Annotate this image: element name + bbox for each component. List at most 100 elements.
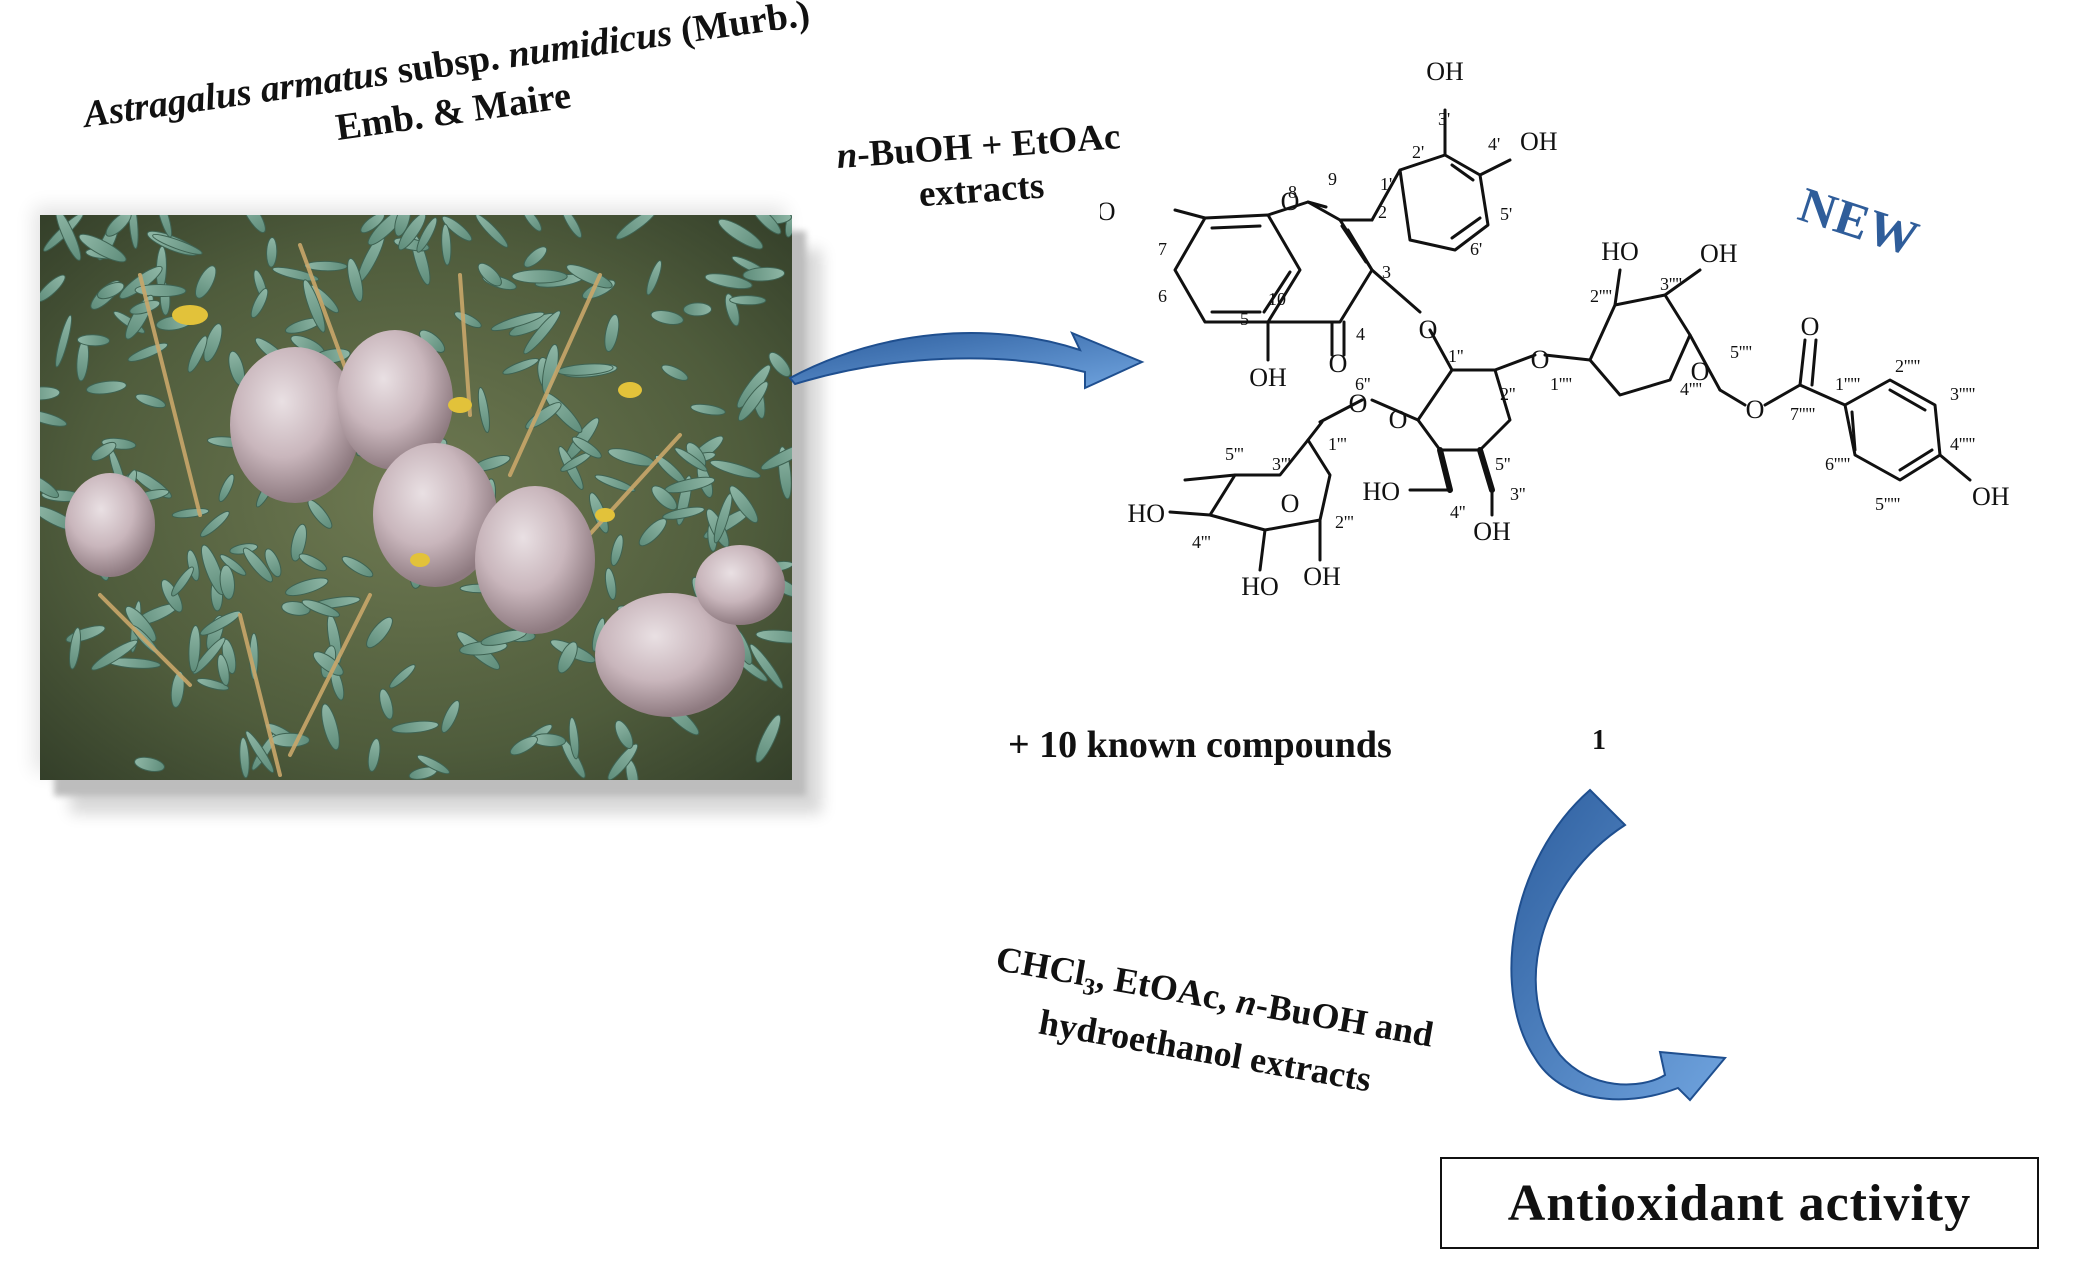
atom-1pp: 1''	[1448, 346, 1464, 366]
leaf	[511, 269, 568, 284]
atom-5ppp: 5'''	[1225, 444, 1244, 464]
leaf	[610, 534, 624, 567]
leaf	[568, 717, 580, 760]
group-oh-2ppp: OH	[1303, 562, 1341, 591]
atom-4ppp: 4'''	[1192, 532, 1211, 552]
atom-4: 4	[1356, 324, 1365, 344]
leaf	[742, 266, 786, 282]
antioxidant-activity-label: Antioxidant activity	[1507, 1174, 1972, 1232]
leaf	[298, 553, 327, 572]
leaf	[690, 403, 726, 416]
leaf	[264, 548, 282, 578]
leaf	[614, 720, 634, 749]
ester-carbonyl-oxygen: O	[1801, 312, 1820, 341]
leaf	[755, 629, 792, 644]
glycosidic-oxygen-1: O	[1419, 315, 1438, 344]
antioxidant-activity-box: Antioxidant activity	[1440, 1157, 2039, 1249]
atom-3prime: 3'	[1438, 109, 1450, 129]
leaf	[522, 215, 542, 232]
ring-oxygen-rha: O	[1281, 489, 1300, 518]
leaf	[199, 610, 242, 636]
plant-photo-illustration	[40, 215, 792, 780]
leaf	[604, 567, 617, 601]
leaf	[561, 215, 583, 239]
leaf	[607, 743, 639, 780]
leaf	[266, 237, 278, 268]
atom-2pppp: 2''''	[1590, 286, 1612, 306]
leaf	[704, 273, 753, 290]
leaf	[90, 441, 117, 462]
leaf	[768, 351, 791, 378]
leaf	[76, 334, 111, 347]
leaf	[523, 246, 548, 268]
atom-1ppp: 1'''	[1328, 434, 1347, 454]
leaf	[651, 485, 678, 511]
group-oh-4prime: OH	[1520, 127, 1558, 156]
leaf	[134, 756, 165, 773]
ring-glucose	[1416, 368, 1512, 452]
leaf	[662, 506, 705, 520]
leaf	[709, 459, 761, 479]
leaf	[242, 547, 273, 583]
atom-1ppppp: 1'''''	[1835, 374, 1860, 394]
atom-6: 6	[1158, 286, 1167, 306]
leaf	[91, 639, 138, 671]
leaf	[302, 279, 326, 333]
leaf	[441, 215, 473, 242]
leaf	[272, 266, 320, 282]
leaf	[170, 670, 185, 708]
leaf	[285, 577, 329, 597]
leaf	[490, 311, 545, 332]
leaf	[646, 260, 662, 296]
atom-8: 8	[1288, 182, 1297, 202]
leaf	[502, 358, 540, 375]
leaf	[240, 215, 266, 234]
leaf	[760, 442, 792, 471]
leaf	[192, 637, 226, 675]
ester-oxygen: O	[1746, 395, 1765, 424]
leaf	[650, 310, 684, 325]
atom-5ppppp: 5'''''	[1875, 494, 1900, 514]
leaf	[200, 510, 230, 538]
leaf	[398, 215, 427, 251]
leaf	[475, 215, 509, 248]
ring-benzoyl	[1843, 378, 1942, 482]
leaf	[729, 485, 759, 524]
atom-5pppp: 5''''	[1730, 342, 1752, 362]
leaf	[394, 215, 411, 237]
glycosidic-oxygen-3: O	[1349, 389, 1368, 418]
leaf	[416, 217, 438, 253]
leaf	[40, 473, 60, 499]
leaf	[55, 215, 82, 261]
carbonyl-oxygen: O	[1329, 349, 1348, 378]
atom-10: 10	[1268, 289, 1286, 309]
leaf	[391, 720, 439, 734]
group-oh-3pp: OH	[1473, 517, 1511, 546]
leaf	[290, 523, 307, 562]
atom-3ppppp: 3'''''	[1950, 384, 1975, 404]
leaf	[683, 302, 712, 317]
leaf	[194, 265, 217, 299]
ring-rhamnose	[1208, 438, 1332, 532]
leaf	[341, 556, 374, 578]
atom-2pp: 2''	[1500, 384, 1516, 404]
leaf	[557, 641, 578, 674]
leaf	[85, 380, 127, 395]
leaf	[196, 677, 230, 691]
leaf	[218, 473, 235, 503]
group-oh-3prime: OH	[1426, 57, 1464, 86]
compound-number: 1	[1592, 725, 1606, 756]
leaf	[661, 364, 689, 381]
leaf	[615, 215, 658, 240]
atom-2ppp: 2'''	[1335, 512, 1354, 532]
atom-3ppp: 3'''	[1272, 454, 1291, 474]
leaf	[509, 735, 538, 756]
atom-9: 9	[1328, 169, 1337, 189]
leaf	[245, 730, 275, 774]
leaf	[379, 688, 394, 720]
group-ho-3ppp: HO	[1241, 572, 1279, 601]
atom-2prime: 2'	[1412, 142, 1424, 162]
leaf	[69, 627, 81, 670]
leaf	[239, 737, 250, 779]
atom-4pppp: 4''''	[1680, 379, 1702, 399]
